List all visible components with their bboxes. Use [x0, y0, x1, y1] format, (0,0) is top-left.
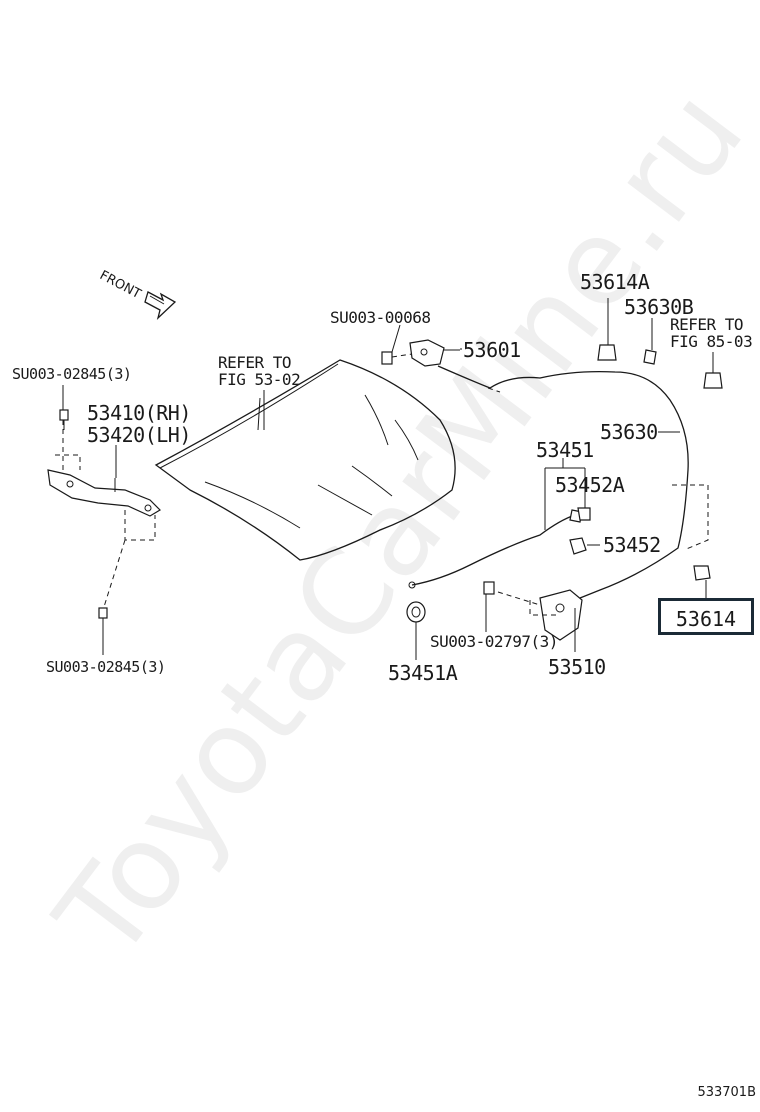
cushion-icon — [406, 601, 426, 623]
hood-hinge — [47, 420, 161, 611]
label-refer-fig-85-line2: FIG 85-03 — [670, 332, 753, 351]
clamp-53630b-icon — [643, 349, 657, 365]
label-53630b: 53630B — [624, 295, 694, 319]
label-53451a: 53451A — [388, 661, 458, 685]
label-refer-fig-53-line1: REFER TO — [218, 353, 292, 372]
front-arrow-icon — [144, 291, 177, 320]
label-su003-00068: SU003-00068 — [330, 308, 431, 327]
label-su003-02797: SU003-02797(3) — [430, 632, 558, 651]
label-53410: 53410(RH) — [87, 401, 191, 425]
hood-panel — [154, 359, 456, 561]
release-cable — [437, 365, 709, 599]
clip-53614-icon — [693, 565, 711, 581]
bolt-top-icon — [59, 409, 69, 430]
label-53452: 53452 — [603, 533, 661, 557]
label-53630: 53630 — [600, 420, 658, 444]
label-53452a: 53452A — [555, 473, 625, 497]
hood-lock — [483, 581, 583, 641]
label-53510: 53510 — [548, 655, 606, 679]
leader-lines — [62, 298, 714, 660]
highlighted-part-53614[interactable]: 53614 — [658, 598, 754, 635]
label-53614a: 53614A — [580, 270, 650, 294]
support-rod — [408, 509, 583, 589]
label-refer-fig-85-line1: REFER TO — [670, 315, 744, 334]
release-lever — [381, 339, 460, 367]
holder-53452a-icon — [577, 507, 591, 521]
label-su003-02845-top: SU003-02845(3) — [12, 365, 132, 383]
figure-code: 533701B — [697, 1085, 756, 1100]
label-su003-02845-bottom: SU003-02845(3) — [46, 658, 166, 676]
clamp-53614a-icon — [597, 344, 617, 361]
label-53614: 53614 — [675, 607, 737, 631]
label-53420: 53420(LH) — [87, 423, 191, 447]
grommet-refer-icon — [703, 372, 723, 389]
bolt-bottom-icon — [98, 607, 108, 626]
label-53451: 53451 — [536, 438, 594, 462]
label-refer-fig-53-line2: FIG 53-02 — [218, 370, 301, 389]
label-53601: 53601 — [463, 338, 521, 362]
holder-53452-icon — [569, 537, 587, 555]
